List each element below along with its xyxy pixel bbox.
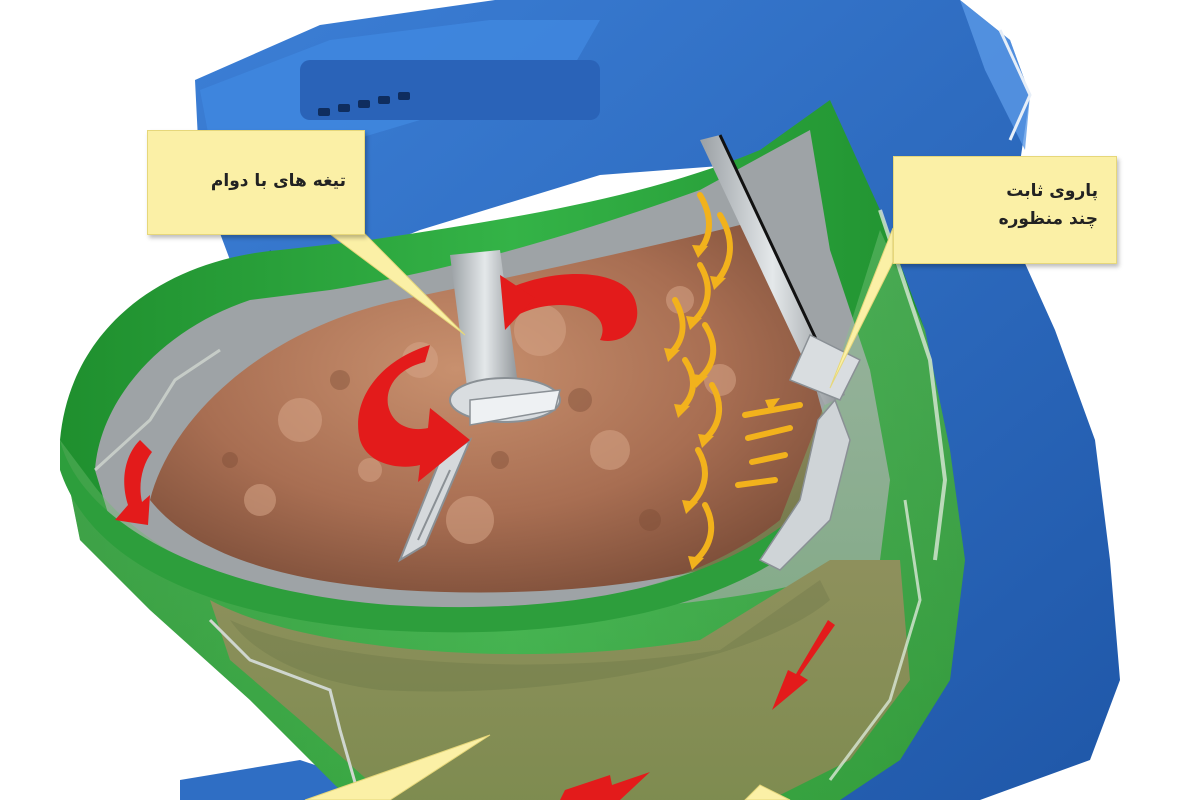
callout-fixed-scraper-line2: چند منظوره <box>998 209 1098 229</box>
callout-durable-blades: تیغه های با دوام <box>147 130 365 235</box>
callout-fixed-scraper-line1: پاروی ثابت <box>1006 181 1098 201</box>
fixed-scraper <box>700 134 862 571</box>
callout-fixed-scraper: پاروی ثابت چند منظوره <box>893 156 1117 264</box>
callout-pointers <box>304 227 894 800</box>
mixing-blades <box>397 250 561 563</box>
rotation-arrow-icon <box>115 273 835 800</box>
callout-durable-blades-text: تیغه های با دوام <box>210 171 346 191</box>
flow-arrow-icon <box>669 192 803 563</box>
